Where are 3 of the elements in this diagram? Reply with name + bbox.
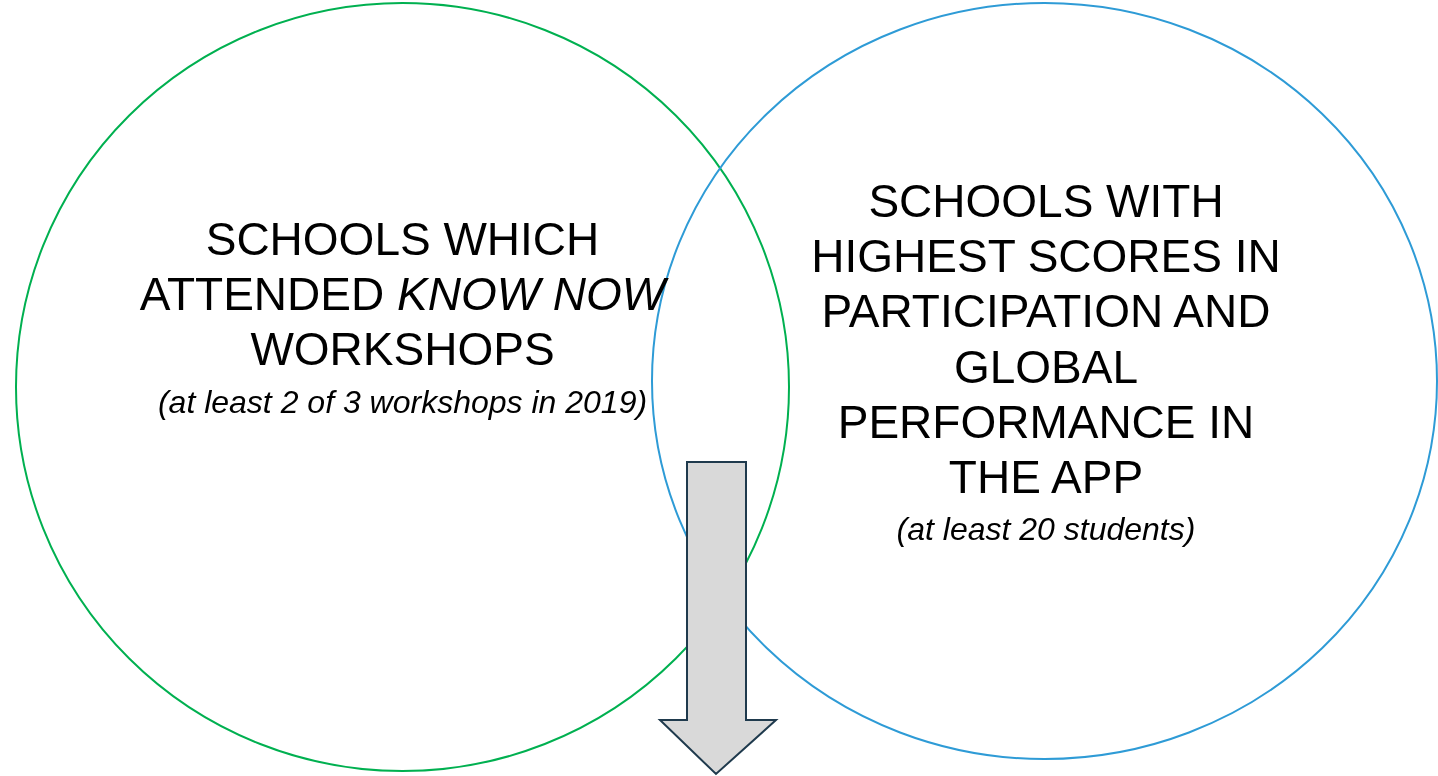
circle-note: (at least 20 students) [895,510,1197,550]
circle-note: (at least 2 of 3 workshops in 2019) [156,382,649,422]
circle-heading: SCHOOLS WITH HIGHEST SCORES IN PARTICIPATION AND GLOBAL PERFORMANCE IN THE APP [810,174,1282,505]
